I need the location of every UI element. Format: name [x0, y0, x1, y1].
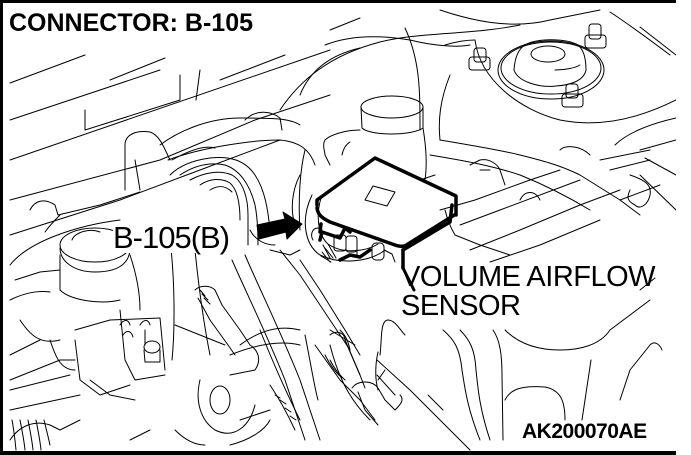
- diagram-title: CONNECTOR: B-105: [9, 9, 256, 37]
- frame-border-left: [0, 0, 3, 455]
- right-side-components: [419, 26, 676, 263]
- frame-border-top: [0, 0, 676, 3]
- center-pipes: [229, 249, 376, 441]
- fender-panel-lines: [9, 49, 331, 236]
- strut-mount: [468, 23, 607, 108]
- diagram-frame: CONNECTOR: B-105 B-105(B) VOLUME AIRFLOW…: [0, 0, 676, 455]
- frame-border-bottom: [0, 451, 676, 455]
- component-label: VOLUME AIRFLOW SENSOR: [401, 261, 656, 322]
- connector-callout-label: B-105(B): [113, 220, 230, 255]
- airflow-sensor-body: [315, 156, 458, 292]
- lower-right-contours: [427, 277, 663, 441]
- reservoir: [323, 95, 427, 181]
- component-label-line-1: VOLUME AIRFLOW: [401, 261, 656, 293]
- connector-pointer-arrow: [256, 211, 303, 240]
- figure-code: AK200070AE: [522, 420, 647, 443]
- harness-loop: [249, 174, 386, 262]
- stud-3: [561, 83, 584, 108]
- body-contours: [279, 9, 676, 141]
- throttle-body: [9, 227, 211, 451]
- stud-1: [468, 47, 491, 71]
- component-label-line-2: SENSOR: [401, 290, 521, 322]
- engine-bay-line-drawing: [9, 9, 676, 451]
- airflow-sensor-label-plate: [364, 185, 396, 207]
- vacuum-hose: [174, 285, 271, 446]
- intake-hose: [9, 111, 316, 266]
- stud-2: [584, 23, 607, 49]
- sensor-harness-hose: [329, 319, 471, 451]
- connector-plug: [311, 227, 396, 263]
